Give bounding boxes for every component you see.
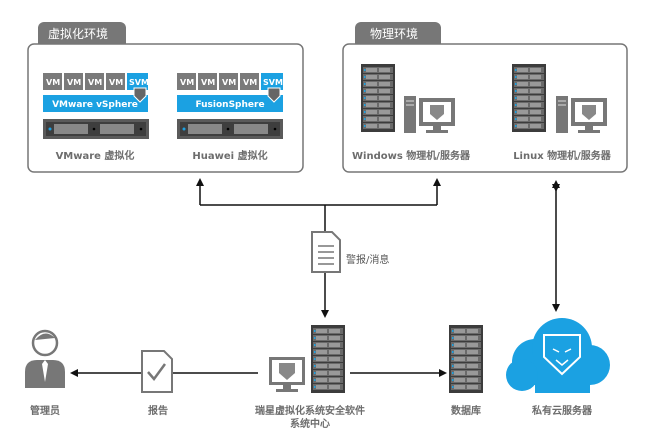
- fusionsphere-label: FusionSphere: [195, 100, 264, 110]
- vm-label: VM: [67, 78, 81, 87]
- windows-label: Windows 物理机/服务器: [352, 149, 471, 162]
- physical-title: 物理环境: [370, 26, 418, 41]
- database-server-icon: [449, 325, 483, 393]
- vsphere-bar: [43, 95, 148, 112]
- report-icon: [141, 350, 173, 393]
- svm-label: SVM: [263, 78, 283, 87]
- shield-icon: [267, 87, 281, 103]
- linux-pc-icon: [556, 96, 607, 133]
- shield-icon: [133, 87, 147, 103]
- virtual-box: [27, 43, 304, 173]
- windows-pc-icon: [404, 96, 455, 133]
- virtual-title: 虚拟化环境: [48, 26, 108, 41]
- physical-environment-group: 物理环境 Windows 物理机/服务器 Linux 物理机/服务器: [342, 22, 628, 173]
- svm-label: SVM: [129, 78, 149, 87]
- cloud-icon: [506, 318, 610, 393]
- center-label-2: 系统中心: [290, 417, 330, 430]
- vsphere-label: VMware vSphere: [52, 100, 138, 110]
- windows-server-icon: [361, 64, 395, 132]
- linux-label: Linux 物理机/服务器: [513, 149, 612, 162]
- huawei-platform: VM VM VM VM SVM FusionSphere Huawei 虚拟化: [177, 73, 283, 162]
- admin-label: 管理员: [30, 404, 60, 417]
- vm-label: VM: [46, 78, 60, 87]
- database-label: 数据库: [451, 404, 481, 417]
- center-monitor-icon: [269, 357, 305, 392]
- cloud-label: 私有云服务器: [531, 404, 593, 417]
- vm-label: VM: [109, 78, 123, 87]
- vm-label: VM: [180, 78, 194, 87]
- huawei-label: Huawei 虚拟化: [192, 149, 267, 162]
- linux-server-icon: [512, 64, 546, 132]
- vm-label: VM: [243, 78, 257, 87]
- vm-label: VM: [222, 78, 236, 87]
- virtual-environment-group: 虚拟化环境 VM VM VM VM SVM VMware vSphere VMw…: [27, 22, 304, 173]
- lion-shield-icon: [543, 334, 581, 376]
- report-label: 报告: [148, 404, 168, 417]
- physical-tab: [355, 22, 441, 44]
- document-icon: [311, 231, 341, 273]
- vmware-label: VMware 虚拟化: [56, 149, 135, 162]
- virtual-tab: [38, 22, 126, 44]
- physical-box: [342, 43, 628, 173]
- vm-label: VM: [88, 78, 102, 87]
- vmware-platform: VM VM VM VM SVM VMware vSphere VMware 虚拟…: [43, 73, 149, 162]
- center-server-icon: [311, 325, 345, 393]
- vm-label: VM: [201, 78, 215, 87]
- admin-icon: [25, 329, 65, 388]
- svm-block: [127, 73, 148, 90]
- svm-block: [261, 73, 283, 90]
- alert-label: 警报/消息: [346, 253, 389, 266]
- fusionsphere-bar: [177, 95, 283, 112]
- center-label-1: 瑞星虚拟化系统安全软件: [255, 404, 365, 417]
